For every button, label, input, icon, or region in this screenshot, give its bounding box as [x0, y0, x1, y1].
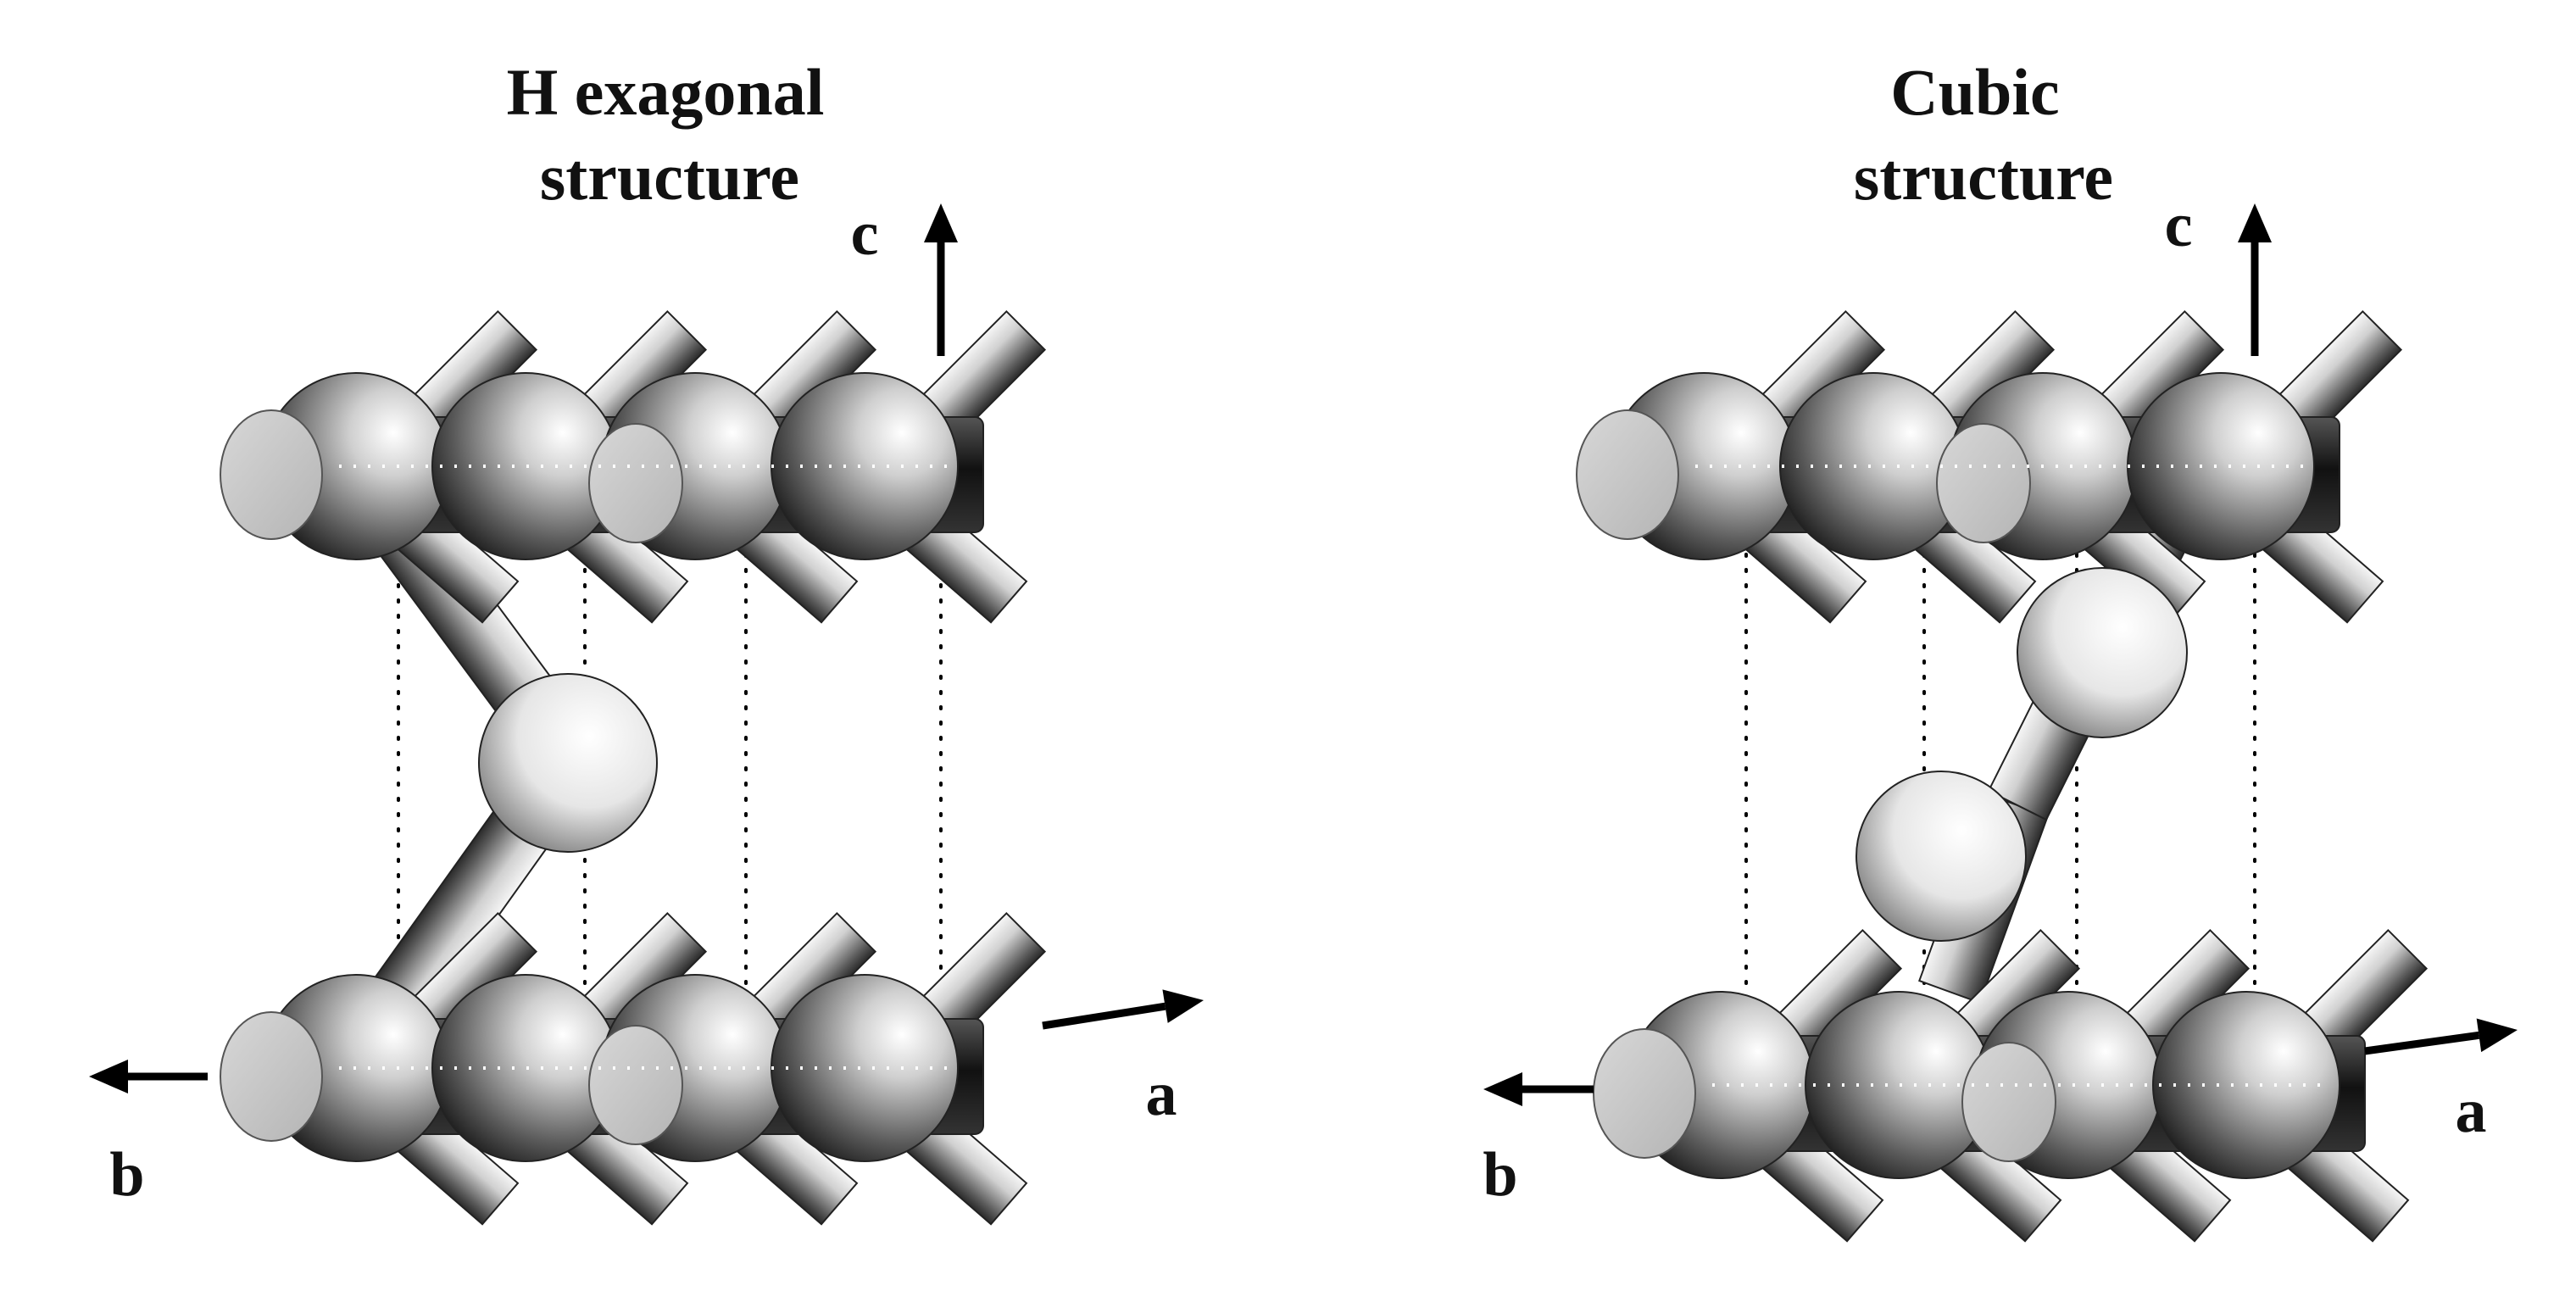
chain-cap	[588, 1025, 683, 1145]
cubic-title-line-1: Cubic	[1890, 55, 2059, 129]
chain-cap	[588, 423, 683, 543]
atom	[1855, 771, 2027, 942]
cubic-c-axis-label: c	[2165, 191, 2193, 260]
cubic-title-line-2: structure	[1854, 140, 2113, 214]
hexagonal-title-line-2: structure	[540, 140, 799, 214]
hexagonal-title-line-1: H exagonal	[507, 55, 825, 129]
hexagonal-b-axis-label: b	[109, 1140, 144, 1210]
hexagonal-a-axis-arrow-head	[1162, 989, 1204, 1023]
chain-end-cap	[1576, 409, 1679, 540]
cubic-a-axis-label: a	[2456, 1077, 2487, 1146]
atom	[478, 673, 658, 853]
hexagonal-a-axis-label: a	[1146, 1060, 1177, 1129]
cubic-a-axis-arrow-shaft	[2364, 1031, 2480, 1055]
chain-end-cap	[220, 409, 323, 540]
cubic-b-axis-label: b	[1483, 1140, 1517, 1210]
chain-cap	[1936, 423, 2031, 543]
cubic-c-axis-arrow-head	[2238, 203, 2272, 242]
cubic-panel	[1483, 203, 2518, 1243]
chain-end-cap	[1593, 1028, 1696, 1159]
hexagonal-b-axis-arrow-head	[89, 1060, 128, 1093]
hexagonal-c-axis-label: c	[851, 199, 879, 269]
cubic-a-axis-arrow-head	[2476, 1018, 2518, 1053]
atom	[2017, 567, 2188, 738]
hexagonal-panel	[89, 203, 1204, 1226]
hexagonal-a-axis-arrow-shaft	[1042, 1002, 1166, 1030]
chain-cap	[1961, 1042, 2056, 1162]
hexagonal-c-axis-arrow-head	[924, 203, 958, 242]
chain-end-cap	[220, 1011, 323, 1142]
cubic-b-axis-arrow-head	[1483, 1072, 1522, 1106]
